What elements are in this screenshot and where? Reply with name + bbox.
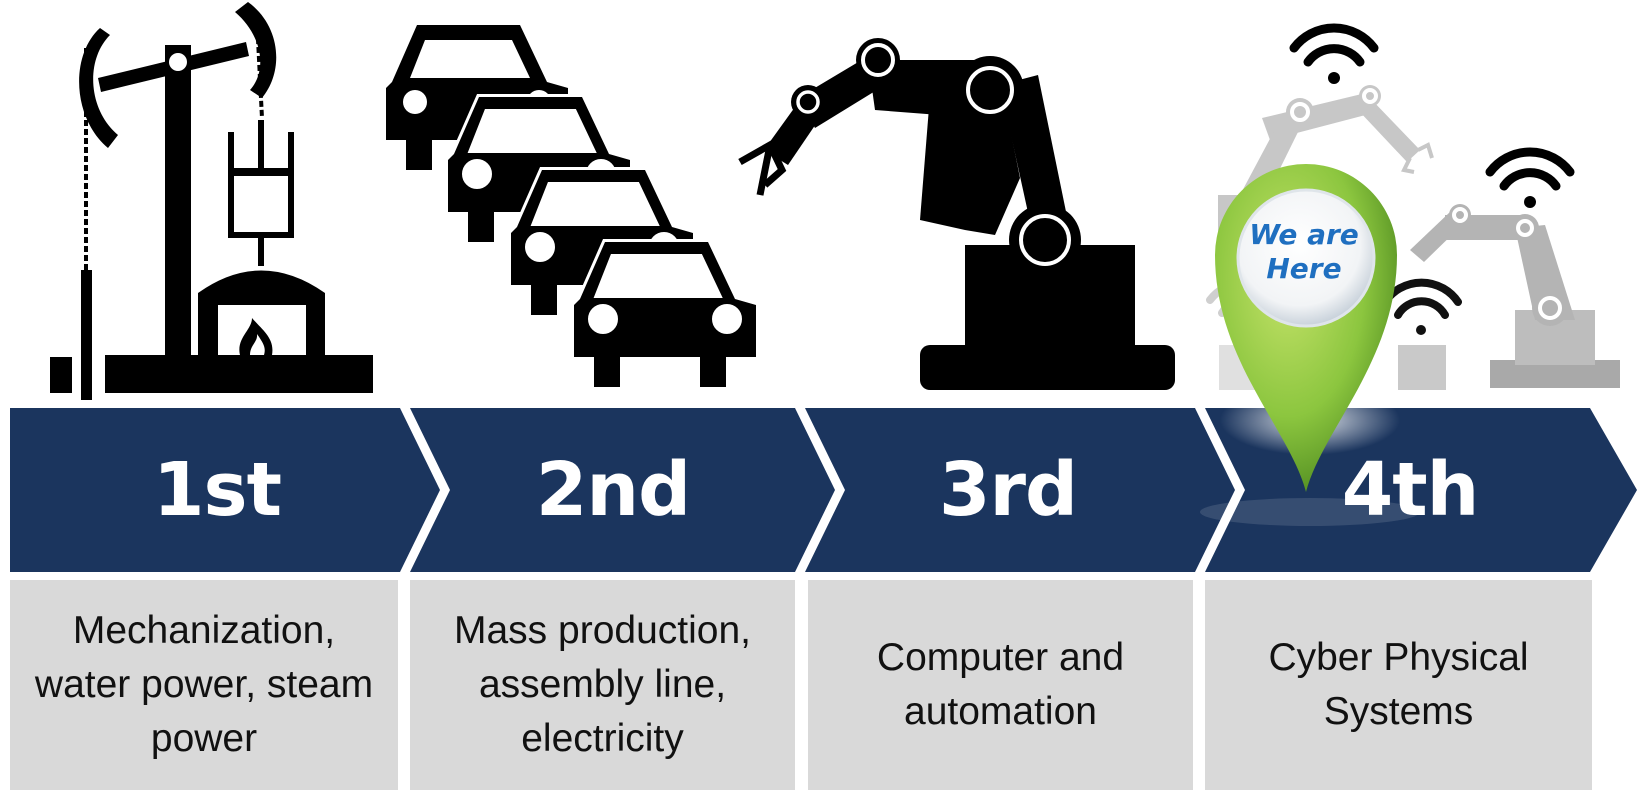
description-text: Mass production, assembly line, electric… [454,609,751,760]
description-box-3rd: Computer and automation [808,580,1193,790]
location-pin-icon [1215,164,1397,492]
chevron-arrow-band [10,408,1637,572]
description-box-1st: Mechanization, water power, steam power [10,580,398,790]
wifi-icon [1289,23,1379,84]
stage-label-3rd: 3rd [939,447,1078,533]
chevron-2nd [410,408,835,572]
cars-assembly-line-icon [386,25,756,387]
description-box-4th: Cyber Physical Systems [1205,580,1592,790]
description-text: Cyber Physical Systems [1268,636,1529,733]
oil-pump-steam-engine-icon [50,2,373,400]
chevron-3rd [805,408,1235,572]
robot-arm-icon [738,38,1175,390]
wifi-icon [1485,147,1575,208]
wifi-icon [1381,278,1462,335]
description-box-2nd: Mass production, assembly line, electric… [410,580,795,790]
pin-shadow [1200,498,1420,526]
description-text: Mechanization, water power, steam power [34,609,374,760]
stage-label-4th: 4th [1341,447,1480,533]
description-text: Computer and automation [876,636,1125,733]
chevron-1st [10,408,440,572]
we-are-here-label: We are Here [1249,218,1359,285]
stage-label-2nd: 2nd [535,447,691,533]
stage-label-1st: 1st [153,447,282,533]
